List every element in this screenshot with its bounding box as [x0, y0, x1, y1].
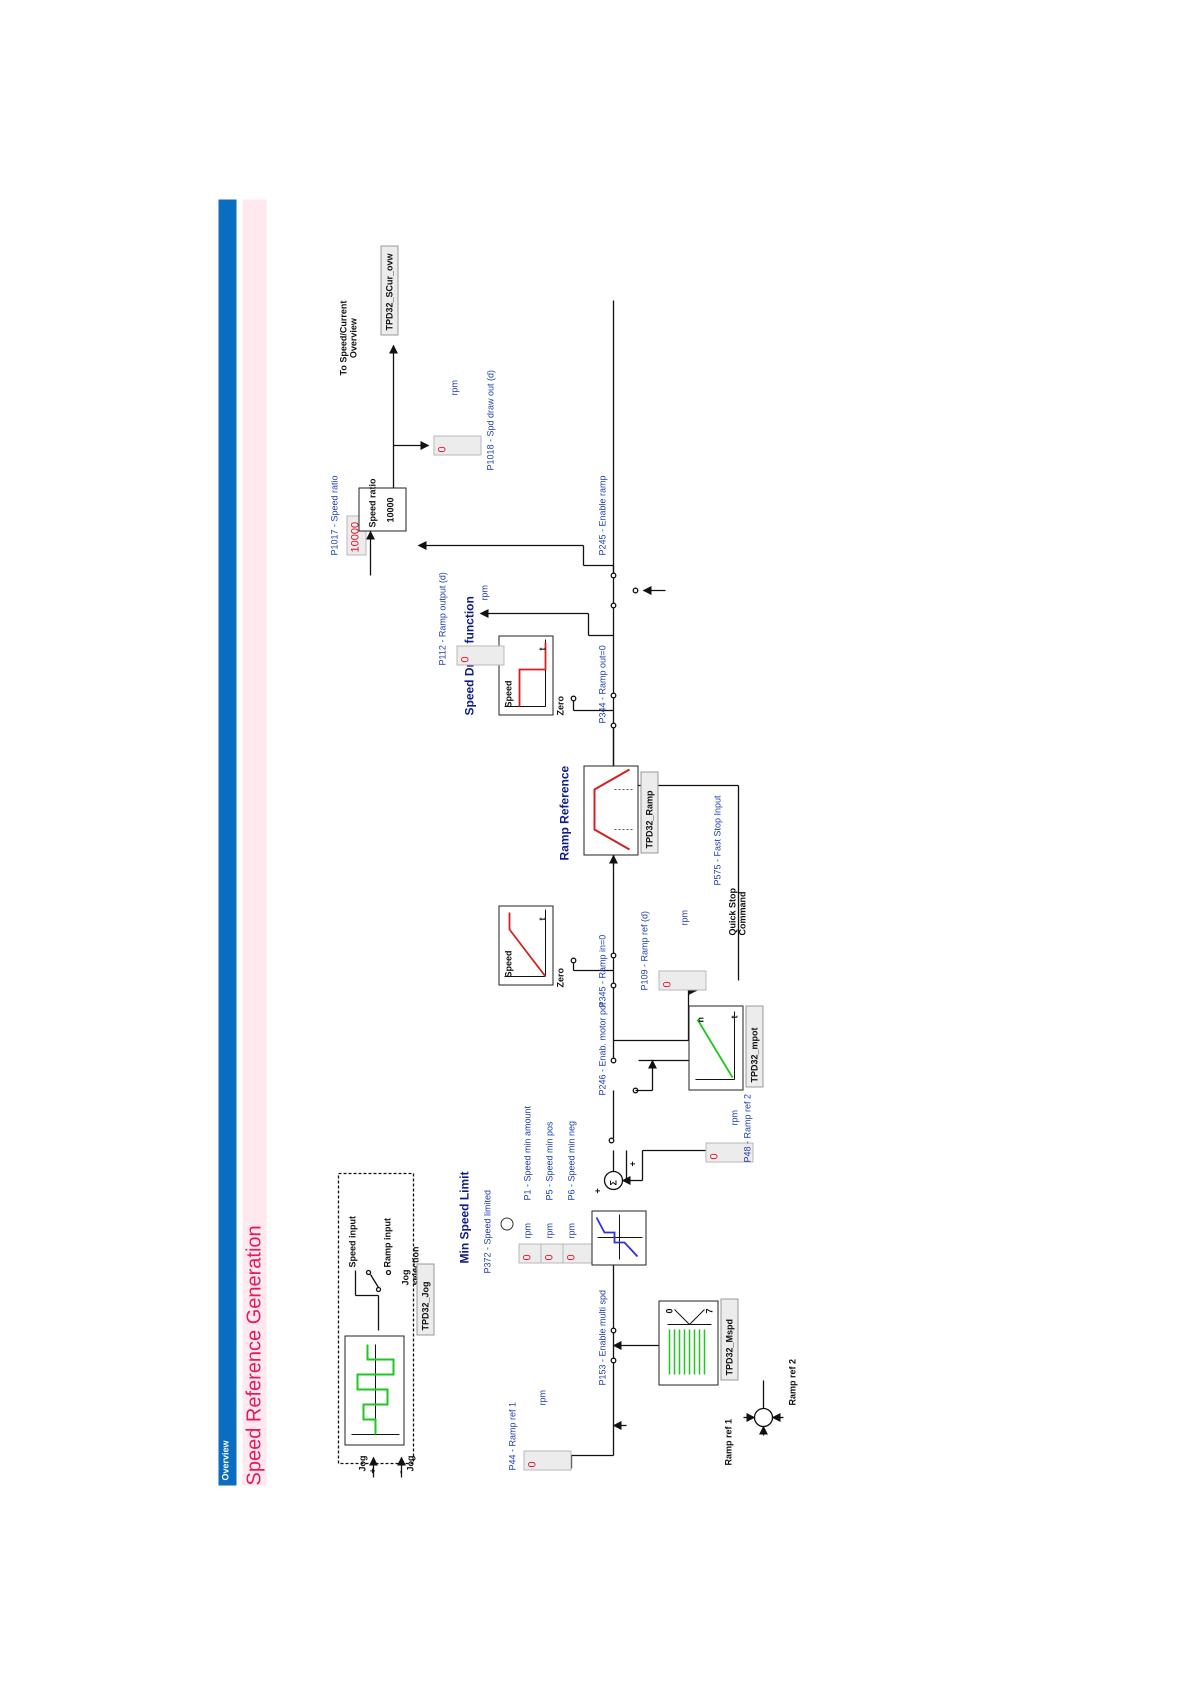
jog-minus-sign: - [395, 1470, 406, 1473]
speed-ratio-title: Speed ratio [367, 477, 378, 527]
p6-unit: rpm [566, 1222, 577, 1239]
graph2-t-label: t [537, 647, 548, 650]
p1-unit: rpm [522, 1222, 533, 1239]
p246-label: P246 - Enab. motor pot [597, 1001, 608, 1095]
ramp-trapezoid-icon [593, 768, 633, 850]
p5-unit: rpm [544, 1222, 555, 1239]
p44-field[interactable]: 0 [523, 1450, 572, 1470]
zero-label-1: Zero [555, 967, 566, 987]
p153-label: P153 - Enable multi spd [597, 1289, 608, 1385]
speed-ramp-graph-1 [504, 909, 547, 977]
p112-label: P112 - Ramp output (d) [437, 571, 448, 665]
graph1-speed-label: Speed [503, 949, 514, 977]
tpd32-scur-ovw-block[interactable]: TPD32_SCur_ovw [380, 245, 399, 335]
p48-label: P48 - Ramp ref 2 [742, 1093, 753, 1162]
p5-label: P5 - Speed min pos [544, 1120, 555, 1200]
min-speed-limit-heading: Min Speed Limit [457, 1170, 472, 1263]
p109-unit: rpm [679, 909, 690, 926]
ramp-ref-2-label: Ramp ref 2 [787, 1358, 798, 1405]
ramp-ref-sum [753, 1407, 774, 1427]
zero-label-2: Zero [555, 695, 566, 715]
speed-limited-indicator [500, 1217, 514, 1230]
p345-label: P345 - Ramp in=0 [597, 934, 608, 1007]
speed-graph-1 [498, 905, 554, 985]
sigma-plus-left: + [592, 1187, 603, 1193]
diagram-sheet: Overview Speed Reference Generation [218, 199, 974, 1485]
mpot-axis-n: n [695, 1016, 706, 1023]
jog-plus-sign: + [367, 1467, 378, 1473]
ramp-block[interactable] [583, 765, 639, 855]
jog-selector-switch [369, 1273, 380, 1288]
mpot-axis-t: t [729, 1015, 740, 1018]
ramp-input-label: Ramp input [382, 1217, 393, 1268]
mspd-block[interactable] [658, 1300, 719, 1385]
ramp-reference-heading: Ramp Reference [557, 765, 572, 860]
min-speed-limit-block[interactable] [591, 1210, 647, 1265]
to-overview-label: To Speed/Current Overview [338, 300, 359, 375]
p245-label: P245 - Enable ramp [597, 474, 608, 555]
p109-label: P109 - Ramp ref (d) [639, 910, 650, 990]
ramp-ref-1-label: Ramp ref 1 [723, 1418, 734, 1465]
motor-pot-graph [695, 1011, 735, 1080]
p344-label: P344 - Ramp out=0 [597, 644, 608, 723]
tpd32-ramp-block[interactable]: TPD32_Ramp [640, 771, 659, 853]
speed-ratio-block[interactable] [358, 487, 407, 531]
graph1-t-label: t [537, 917, 548, 920]
jog-minus-label: Jog [405, 1454, 416, 1471]
p44-unit: rpm [537, 1389, 548, 1406]
p372-label: P372 - Speed limited [482, 1189, 493, 1273]
p1017-label: P1017 - Speed ratio [329, 474, 340, 555]
speed-ratio-value: 10000 [385, 496, 396, 522]
p109-field[interactable]: 0 [658, 970, 707, 990]
p112-unit: rpm [479, 584, 490, 601]
p44-label: P44 - Ramp ref 1 [507, 1401, 518, 1470]
speed-graph-2 [498, 635, 554, 715]
p575-label: P575 - Fast Stop Input [712, 794, 723, 885]
jog-waveform [351, 1344, 400, 1435]
p48-unit: rpm [729, 1109, 740, 1126]
multispeed-icon [667, 1308, 712, 1374]
sigma-plus-right: + [627, 1160, 638, 1166]
limit-characteristic-icon [595, 1214, 643, 1259]
p6-label: P6 - Speed min neg [566, 1120, 577, 1200]
quick-stop-label: Quick Stop Command [727, 887, 748, 935]
tpd32-mspd-block[interactable]: TPD32_Mspd [720, 1298, 739, 1380]
mspd-min: 0 [664, 1307, 675, 1313]
jog-graph-box [344, 1335, 405, 1445]
p1018-label: P1018 - Spd draw out (d) [485, 369, 496, 470]
mpot-block[interactable] [688, 1005, 744, 1090]
jog-plus-label: Jog [357, 1454, 368, 1471]
speed-input-label: Speed input [347, 1215, 358, 1268]
p112-field[interactable]: 0 [456, 645, 505, 665]
p1-label: P1 - Speed min amount [522, 1105, 533, 1200]
graph2-speed-label: Speed [503, 679, 514, 707]
sigma-symbol: Σ [608, 1179, 619, 1185]
tpd32-mpot-block[interactable]: TPD32_mpot [745, 1005, 764, 1087]
speed-step-graph-2 [504, 639, 547, 707]
p1018-unit: rpm [449, 379, 460, 396]
tpd32-jog-block[interactable]: TPD32_Jog [416, 1263, 435, 1335]
wiring-layer [337, 300, 784, 1477]
mspd-max: 7 [704, 1307, 715, 1313]
p1018-field[interactable]: 0 [433, 435, 482, 455]
